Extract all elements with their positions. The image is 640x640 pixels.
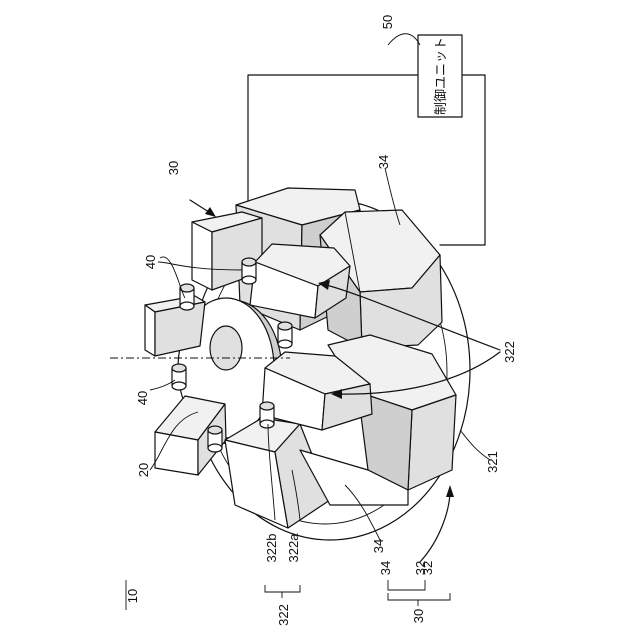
label-coil-group-top: 30 (166, 161, 181, 175)
label-sensor-upper: 40 (143, 255, 158, 269)
label-stator-ring: 321 (485, 451, 500, 473)
label-brace-34: 34 (378, 561, 393, 575)
coil-left-top (145, 296, 205, 356)
label-control-unit: 50 (380, 15, 395, 29)
label-brace-32: 32 (420, 561, 435, 575)
label-pole-top: 34 (376, 155, 391, 169)
label-brace-30: 30 (411, 609, 426, 623)
sensor-4 (278, 322, 292, 348)
control-unit-box: 制御ユニット (418, 35, 462, 117)
label-tooth-right: 322 (502, 341, 517, 363)
sensor-5 (260, 402, 274, 428)
label-pole-bottom: 34 (371, 539, 386, 553)
sensor-1 (180, 284, 194, 310)
sensor-6 (208, 426, 222, 452)
label-brace-322: 322 (276, 604, 291, 626)
figure-number: 10 (125, 589, 140, 603)
label-sensor-lower: 40 (135, 391, 150, 405)
label-tooth-a: 322a (286, 533, 301, 563)
control-unit-text: 制御ユニット (433, 37, 448, 115)
sensor-2 (242, 258, 256, 284)
label-center-body: 20 (136, 463, 151, 477)
label-tooth-b: 322b (264, 534, 279, 563)
sensor-3 (172, 364, 186, 390)
